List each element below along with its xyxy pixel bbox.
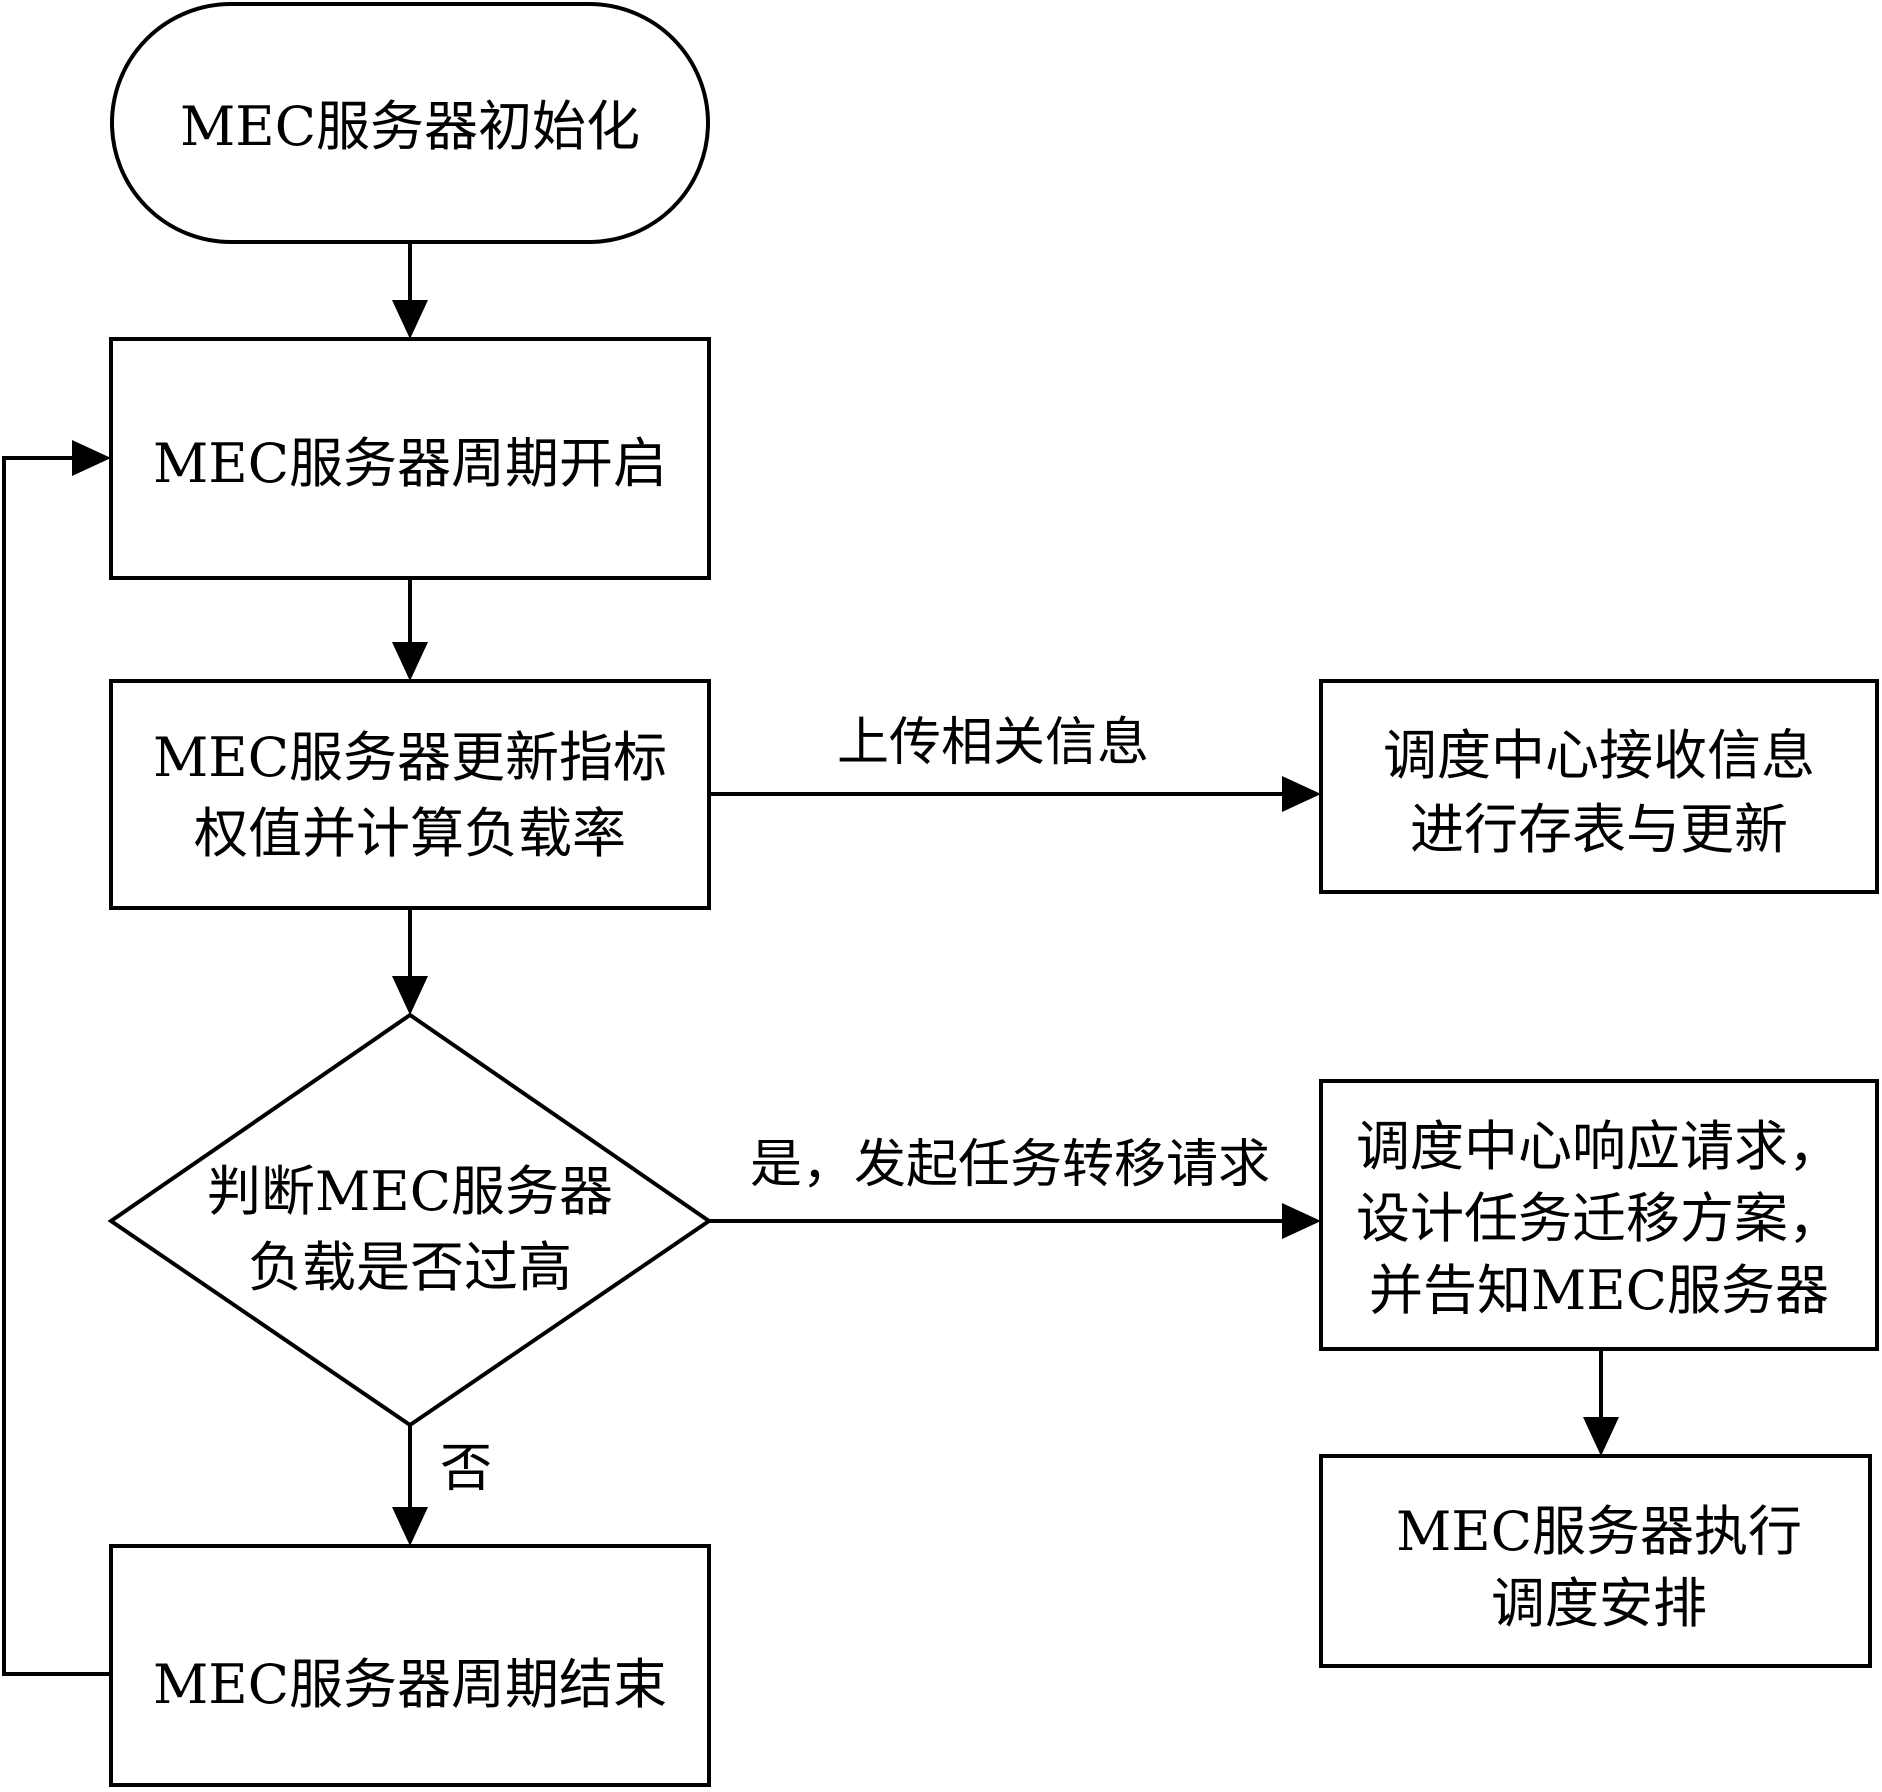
execute-node-label-line1: MEC服务器执行 [1396, 1500, 1802, 1563]
no-edge-label: 否 [440, 1439, 492, 1499]
arrow-decision-no-to-period-end [392, 1425, 428, 1546]
start-node-label: MEC服务器初始化 [180, 95, 640, 158]
execute-node-label-line2: 调度安排 [1491, 1572, 1707, 1635]
period-start-node-label: MEC服务器周期开启 [153, 432, 667, 495]
center-respond-node-label-line3: 并告知MEC服务器 [1369, 1259, 1829, 1322]
update-node-label-line2: 权值并计算负载率 [194, 802, 626, 865]
period-end-node: MEC服务器周期结束 [109, 1544, 711, 1787]
center-store-node-label-line1: 调度中心接收信息 [1383, 724, 1815, 787]
execute-node: MEC服务器执行 调度安排 [1319, 1454, 1872, 1668]
upload-edge-label: 上传相关信息 [837, 713, 1149, 773]
update-node-label-line1: MEC服务器更新指标 [153, 726, 667, 789]
update-node: MEC服务器更新指标 权值并计算负载率 [109, 679, 711, 910]
arrow-update-to-decision [392, 908, 428, 1015]
center-store-node: 调度中心接收信息 进行存表与更新 [1319, 679, 1879, 894]
yes-edge-label: 是，发起任务转移请求 [750, 1135, 1270, 1195]
center-respond-node-label-line1: 调度中心响应请求， [1356, 1115, 1842, 1178]
decision-node: 判断MEC服务器 负载是否过高 [107, 1012, 713, 1428]
center-store-node-label-line2: 进行存表与更新 [1410, 798, 1788, 861]
center-respond-node-label-line2: 设计任务迁移方案， [1356, 1187, 1842, 1250]
arrow-center-respond-to-execute [1583, 1349, 1619, 1456]
arrow-decision-yes-to-center-respond [709, 1203, 1321, 1239]
arrow-loop-period-end-to-period-start [2, 440, 111, 1676]
decision-node-label-line1: 判断MEC服务器 [207, 1160, 613, 1223]
arrow-start-to-period-start [392, 242, 428, 339]
arrow-period-start-to-update [392, 578, 428, 681]
period-start-node: MEC服务器周期开启 [109, 337, 711, 580]
center-respond-node: 调度中心响应请求， 设计任务迁移方案， 并告知MEC服务器 [1319, 1079, 1879, 1351]
start-node: MEC服务器初始化 [110, 2, 710, 244]
arrow-update-to-center-store [709, 776, 1321, 812]
decision-node-label-line2: 负载是否过高 [248, 1236, 572, 1299]
period-end-node-label: MEC服务器周期结束 [153, 1653, 667, 1716]
